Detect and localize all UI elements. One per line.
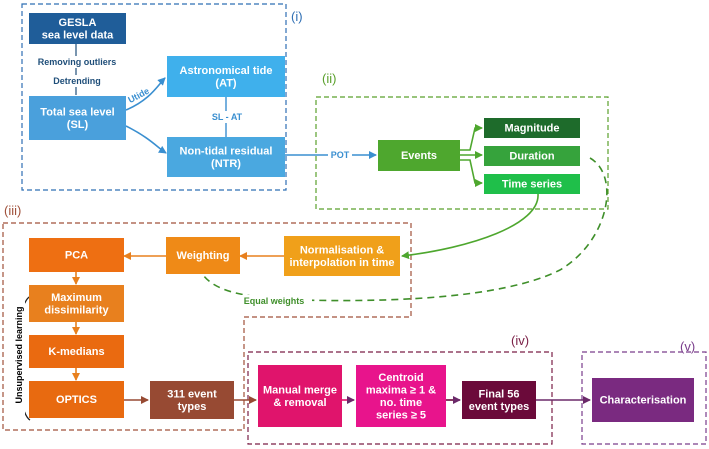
section-box-s3 (2, 222, 412, 431)
section-box-s4 (247, 351, 553, 445)
node-box-magnitude (484, 118, 580, 138)
node-text-centroid-0: Centroid (378, 372, 423, 384)
node-characterisation: Characterisation (592, 378, 694, 422)
node-text-final56-1: event types (469, 401, 530, 413)
node-text-magnitude-0: Magnitude (505, 123, 560, 135)
node-text-pca-0: PCA (65, 250, 88, 262)
node-text-events-0: Events (401, 150, 437, 162)
node-text-types311-0: 311 event (167, 388, 217, 400)
node-text-sl-0: Total sea level (40, 106, 114, 118)
node-box-duration (484, 146, 580, 166)
node-pca: PCA (29, 238, 124, 272)
node-text-centroid-2: no. time (380, 397, 422, 409)
label-sl-at: SL - AT (212, 112, 243, 122)
node-text-maxdis-1: dissimilarity (44, 304, 109, 316)
node-manual: Manual merge& removal (258, 365, 342, 427)
node-box-characterisation (592, 378, 694, 422)
node-weighting: Weighting (166, 237, 240, 274)
section-label-s5: (v) (680, 339, 695, 354)
node-text-final56-0: Final 56 (479, 388, 520, 400)
node-box-optics (29, 381, 124, 418)
node-duration: Duration (484, 146, 580, 166)
node-text-normalisation-0: Normalisation & (300, 244, 384, 256)
edge-duration-weighting (199, 157, 608, 302)
edge-sl-ntr (125, 125, 167, 154)
node-box-types311 (150, 381, 234, 419)
node-text-ntr-0: Non-tidal residual (180, 145, 273, 157)
section-label-s2: (ii) (322, 71, 336, 86)
section-label-s4: (iv) (511, 333, 529, 348)
node-text-maxdis-0: Maximum (51, 292, 102, 304)
section-box-s2 (315, 96, 609, 210)
node-box-centroid (356, 365, 446, 427)
node-box-gesla (29, 13, 126, 44)
node-timeseries: Time series (484, 174, 580, 194)
node-text-normalisation-1: interpolation in time (289, 257, 394, 269)
node-box-maxdis (29, 285, 124, 322)
node-text-optics-0: OPTICS (56, 394, 97, 406)
node-box-timeseries (484, 174, 580, 194)
label-equal-weights: Equal weights (244, 296, 305, 306)
node-text-characterisation-0: Characterisation (600, 395, 687, 407)
node-optics: OPTICS (29, 381, 124, 418)
node-box-kmedians (29, 335, 124, 368)
node-text-at-0: Astronomical tide (180, 65, 273, 77)
node-sl: Total sea level(SL) (29, 96, 126, 140)
edge-sl-at (125, 77, 166, 111)
node-text-kmedians-0: K-medians (48, 346, 104, 358)
node-text-at-1: (AT) (215, 77, 237, 89)
node-normalisation: Normalisation &interpolation in time (284, 236, 400, 276)
node-magnitude: Magnitude (484, 118, 580, 138)
node-box-pca (29, 238, 124, 272)
node-events: Events (378, 140, 460, 171)
edge-events-timeseries (460, 159, 483, 187)
node-box-manual (258, 365, 342, 427)
node-text-sl-1: (SL) (67, 119, 89, 131)
node-box-ntr (167, 137, 285, 177)
node-text-weighting-0: Weighting (177, 250, 230, 262)
node-text-ntr-1: (NTR) (211, 158, 241, 170)
section-label-s3: (iii) (4, 203, 21, 218)
node-text-centroid-1: maxima ≥ 1 & (366, 384, 436, 396)
node-box-final56 (462, 381, 536, 419)
node-text-manual-0: Manual merge (263, 384, 337, 396)
section-box-s1 (21, 3, 287, 191)
label-unsupervised-learning: Unsupervised learning (14, 306, 24, 403)
node-box-at (167, 56, 285, 97)
node-kmedians: K-medians (29, 335, 124, 368)
node-text-manual-1: & removal (273, 397, 326, 409)
label-utide: Utide (126, 86, 151, 105)
node-text-gesla-0: GESLA (59, 17, 97, 29)
node-text-timeseries-0: Time series (502, 179, 562, 191)
node-box-sl (29, 96, 126, 140)
node-box-weighting (166, 237, 240, 274)
node-text-types311-1: types (178, 401, 207, 413)
section-label-s1: (i) (291, 9, 303, 24)
edge-timeseries-normalisation (401, 193, 539, 260)
node-box-normalisation (284, 236, 400, 276)
node-ntr: Non-tidal residual(NTR) (167, 137, 285, 177)
section-box-s5 (581, 351, 707, 445)
node-box-events (378, 140, 460, 171)
node-text-gesla-1: sea level data (42, 29, 114, 41)
label-pot: POT (331, 150, 350, 160)
label-detrending: Detrending (53, 76, 101, 86)
node-text-duration-0: Duration (509, 151, 555, 163)
node-at: Astronomical tide(AT) (167, 56, 285, 97)
label-removing-outliers: Removing outliers (38, 57, 117, 67)
edge-events-magnitude (460, 124, 483, 151)
node-text-centroid-3: series ≥ 5 (376, 409, 426, 421)
